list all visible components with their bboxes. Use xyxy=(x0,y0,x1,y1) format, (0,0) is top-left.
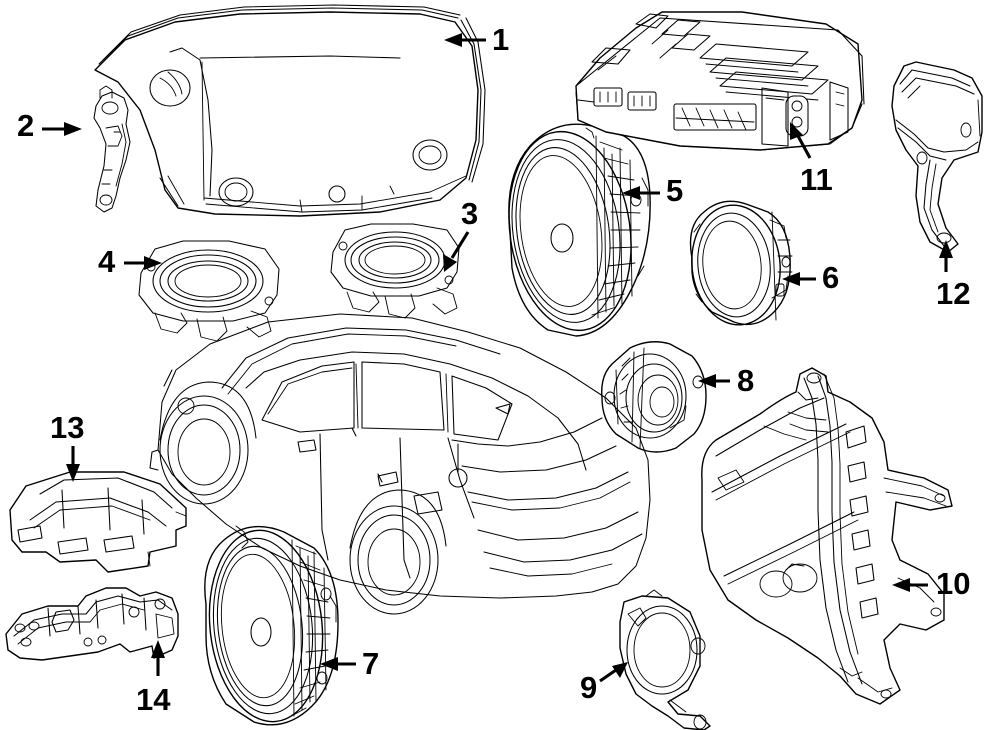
callout-label-9: 9 xyxy=(580,670,598,705)
callout-label-5: 5 xyxy=(666,173,684,208)
callout-label-6: 6 xyxy=(822,260,840,295)
callout-label-11: 11 xyxy=(800,162,833,197)
part-3-dash-tweeter xyxy=(330,223,460,319)
part-12-amplifier-bracket xyxy=(891,61,983,253)
callout-label-4: 4 xyxy=(98,244,116,279)
callout-label-3: 3 xyxy=(461,196,479,231)
part-13-subwoofer-cover xyxy=(9,471,187,573)
part-11-audio-amplifier xyxy=(575,11,865,151)
part-8-compact-speaker-driver xyxy=(601,341,707,453)
callout-label-10: 10 xyxy=(936,566,971,601)
part-7-rear-woofer xyxy=(204,525,339,726)
part-14-speaker-bracket xyxy=(5,587,179,661)
part-2-panel-bracket xyxy=(93,85,131,213)
part-10-quarter-trim-panel xyxy=(701,367,953,705)
callout-label-14: 14 xyxy=(136,682,171,717)
vehicle-body-outline xyxy=(149,313,651,615)
callout-label-13: 13 xyxy=(50,410,85,445)
callout-label-1: 1 xyxy=(492,22,510,57)
callout-label-12: 12 xyxy=(936,276,971,311)
part-9-mounting-ring-bracket xyxy=(619,589,711,730)
part-6-rear-door-speaker xyxy=(689,200,793,326)
callout-label-8: 8 xyxy=(737,363,755,398)
callout-label-2: 2 xyxy=(17,108,35,143)
callout-leaders xyxy=(42,33,953,683)
callout-label-7: 7 xyxy=(362,646,380,681)
part-5-front-door-woofer xyxy=(508,123,651,337)
part-1-instrument-panel xyxy=(94,4,486,217)
